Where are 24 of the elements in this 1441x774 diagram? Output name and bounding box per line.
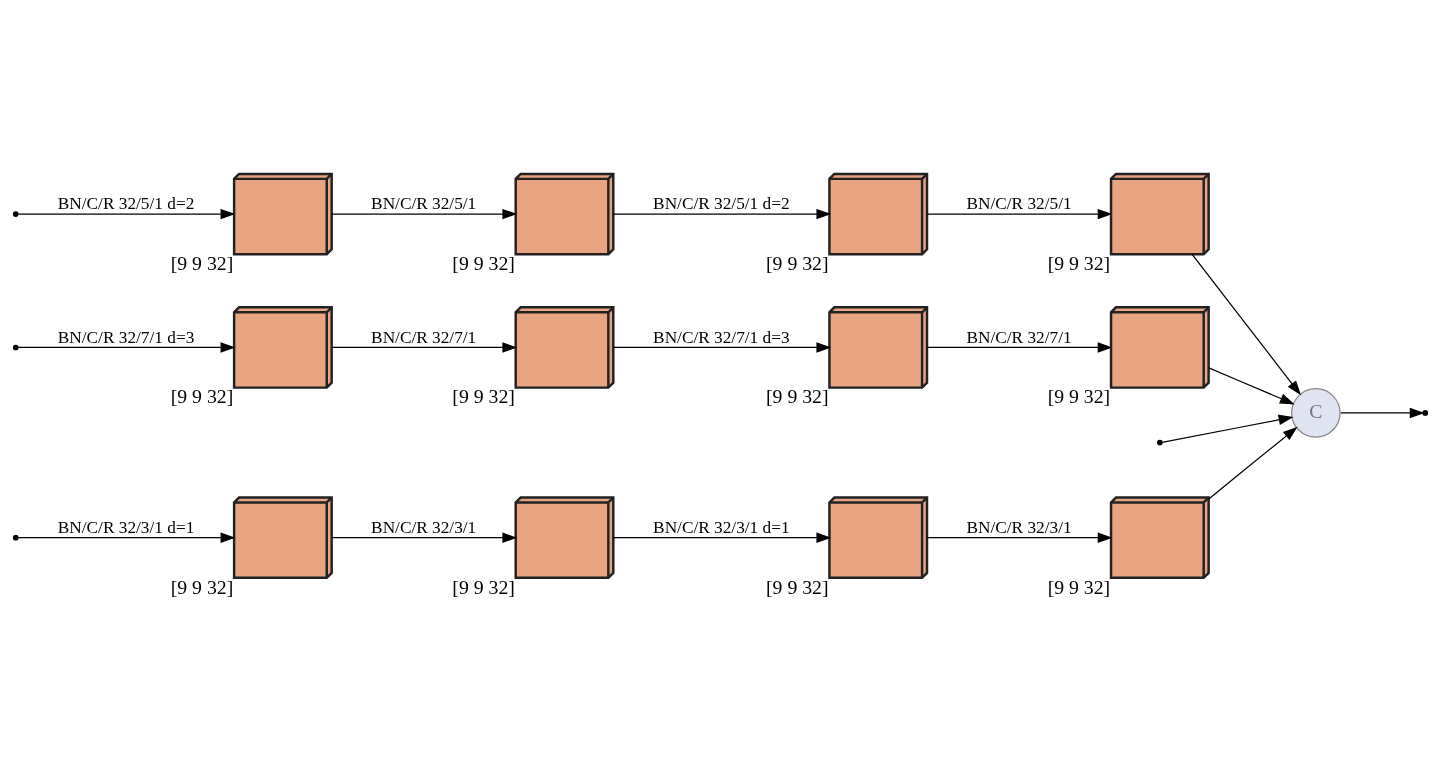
node-label: [9 9 32] <box>1047 385 1111 408</box>
edge-label: BN/C/R 32/3/1 d=1 <box>57 517 195 537</box>
node-label: [9 9 32] <box>452 575 515 598</box>
node-label: [9 9 32] <box>1047 252 1111 275</box>
node-label: [9 9 32] <box>170 385 234 408</box>
edge-label: BN/C/R 32/5/1 d=2 <box>57 194 195 214</box>
edge-label: BN/C/R 32/5/1 d=2 <box>653 194 790 214</box>
node-label: [9 9 32] <box>766 575 829 598</box>
node-label: [9 9 32] <box>452 385 515 408</box>
node-label: [9 9 32] <box>170 252 234 275</box>
edge-label: BN/C/R 32/5/1 <box>371 194 477 214</box>
edge-label: BN/C/R 32/7/1 <box>371 327 477 347</box>
edge-label: BN/C/R 32/7/1 <box>966 327 1072 347</box>
edge-label: BN/C/R 32/5/1 <box>966 194 1072 214</box>
node-label: [9 9 32] <box>766 385 829 408</box>
edge-label: BN/C/R 32/7/1 d=3 <box>57 327 195 347</box>
node-label: [9 9 32] <box>766 252 829 275</box>
edge-label: BN/C/R 32/3/1 <box>966 517 1072 537</box>
node-label: [9 9 32] <box>170 575 234 598</box>
node-label: [9 9 32] <box>452 252 515 275</box>
edge-label: BN/C/R 32/3/1 <box>371 517 477 537</box>
edge-label: BN/C/R 32/3/1 d=1 <box>653 517 790 537</box>
node-label: [9 9 32] <box>1047 575 1111 598</box>
edge-label: BN/C/R 32/7/1 d=3 <box>653 327 790 347</box>
